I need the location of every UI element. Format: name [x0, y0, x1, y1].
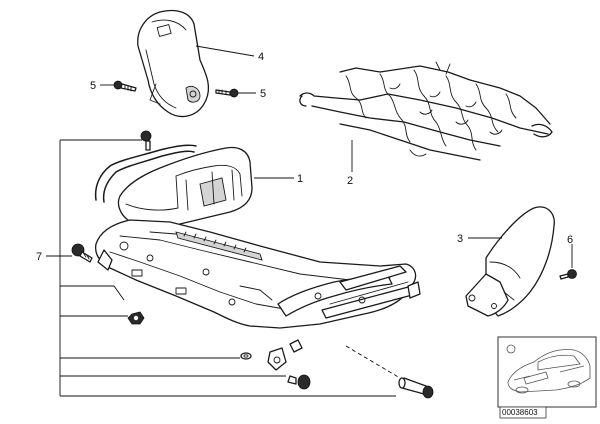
- callout-3: 3: [457, 233, 463, 245]
- spring-mat[interactable]: [299, 61, 553, 161]
- reference-code: 00038603: [502, 408, 538, 417]
- screw-7[interactable]: [71, 243, 93, 263]
- callout-4: 4: [258, 51, 264, 63]
- callout-7: 7: [36, 251, 42, 263]
- leader-lines: [46, 45, 573, 397]
- screw-left[interactable]: [113, 80, 137, 92]
- callout-2: 2: [347, 175, 353, 187]
- washer-lower[interactable]: [240, 352, 252, 360]
- clip-lower[interactable]: [267, 347, 287, 371]
- callout-1: 1: [297, 173, 303, 185]
- screw-right[interactable]: [215, 88, 239, 98]
- clip-rail[interactable]: [289, 339, 303, 353]
- pin-lower[interactable]: [398, 377, 434, 399]
- side-cover[interactable]: [465, 206, 555, 317]
- backrest-trim-panel[interactable]: [137, 9, 210, 118]
- callout-6: 6: [567, 234, 573, 246]
- locator-marker-icon: [506, 344, 516, 354]
- bolt-lower[interactable]: [287, 374, 311, 390]
- car-outline: [507, 349, 591, 394]
- bolt-top[interactable]: [140, 130, 152, 151]
- screw-6[interactable]: [559, 269, 577, 280]
- callout-5-right: 5: [260, 88, 266, 100]
- vehicle-locator-thumbnail: 00038603: [497, 336, 597, 419]
- nut-left[interactable]: [127, 311, 145, 325]
- callout-5-left: 5: [90, 80, 96, 92]
- seat-frame[interactable]: [94, 144, 421, 329]
